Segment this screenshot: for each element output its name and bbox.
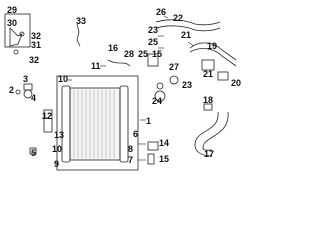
callout-8: 8 <box>128 144 134 154</box>
callout-3: 3 <box>23 74 29 84</box>
callout-32-top: 32 <box>31 31 42 41</box>
bolt-5 <box>29 147 37 155</box>
callout-31: 31 <box>31 40 42 50</box>
callout-33: 33 <box>76 16 87 26</box>
callout-18: 18 <box>203 95 214 105</box>
callout-26: 26 <box>156 7 167 17</box>
callout-10: 10 <box>58 74 69 84</box>
callout-25-mid: 25 <box>138 49 149 59</box>
bracket-18 <box>203 103 213 111</box>
upper-hose-22 <box>155 19 221 26</box>
callout-12: 12 <box>42 111 53 121</box>
cap-27 <box>169 75 179 85</box>
mount-3 <box>23 83 33 91</box>
bracket-31 <box>9 27 23 47</box>
callout-23-mid: 23 <box>182 80 193 90</box>
callout-19: 19 <box>207 41 218 51</box>
heater-pipe-19-b <box>189 48 237 67</box>
radiator-parts-diagram <box>4 13 237 171</box>
callout-7: 7 <box>128 155 134 165</box>
drain-14 <box>147 141 159 151</box>
bracket-group-box <box>4 13 31 48</box>
callout-17: 17 <box>204 149 215 159</box>
callout-21-top: 21 <box>181 30 192 40</box>
drain-plug-33 <box>76 23 81 47</box>
bolt-32-top <box>19 31 25 37</box>
callout-15-lower: 15 <box>159 154 170 164</box>
radiator-side-seal <box>43 109 53 133</box>
callout-21-right: 21 <box>203 69 214 79</box>
callout-13: 13 <box>54 130 65 140</box>
heater-pipe-19 <box>189 42 237 61</box>
radiator-core <box>69 87 121 161</box>
callout-11: 11 <box>91 61 101 71</box>
bushing-15 <box>147 153 155 165</box>
callout-29: 29 <box>7 5 18 15</box>
lower-hose-17-b <box>202 111 229 151</box>
thermostat-housing-15 <box>147 53 159 67</box>
callout-32-bottom: 32 <box>29 55 40 65</box>
cap-23 <box>156 82 164 90</box>
callout-28: 28 <box>124 49 135 59</box>
callout-4: 4 <box>31 93 37 103</box>
pin-2 <box>15 89 21 95</box>
radiator-assembly-box <box>56 75 139 171</box>
radiator-fins <box>73 90 115 158</box>
bolt-32-bottom <box>13 49 19 55</box>
lower-hose-17 <box>194 111 219 157</box>
callout-22: 22 <box>173 13 184 23</box>
left-tank <box>61 85 71 163</box>
clamp-24 <box>154 90 166 102</box>
callout-1: 1 <box>146 116 152 126</box>
right-tank <box>119 85 129 163</box>
callout-25-top: 25 <box>148 37 159 47</box>
callout-15: 15 <box>152 49 163 59</box>
callout-2: 2 <box>9 85 15 95</box>
callout-30: 30 <box>7 18 18 28</box>
callout-14: 14 <box>159 138 170 148</box>
callout-27: 27 <box>169 62 180 72</box>
callout-9: 9 <box>54 159 60 169</box>
part-21 <box>201 59 215 71</box>
reservoir-hose-16 <box>107 59 131 67</box>
callout-6: 6 <box>133 129 139 139</box>
callout-5: 5 <box>31 148 37 158</box>
callout-23: 23 <box>148 25 159 35</box>
callout-20: 20 <box>231 78 242 88</box>
callout-24: 24 <box>152 96 163 106</box>
callout-10-lower: 10 <box>52 144 63 154</box>
part-20 <box>217 71 229 81</box>
upper-hose-22-inner <box>155 25 221 32</box>
callout-16: 16 <box>108 43 119 53</box>
